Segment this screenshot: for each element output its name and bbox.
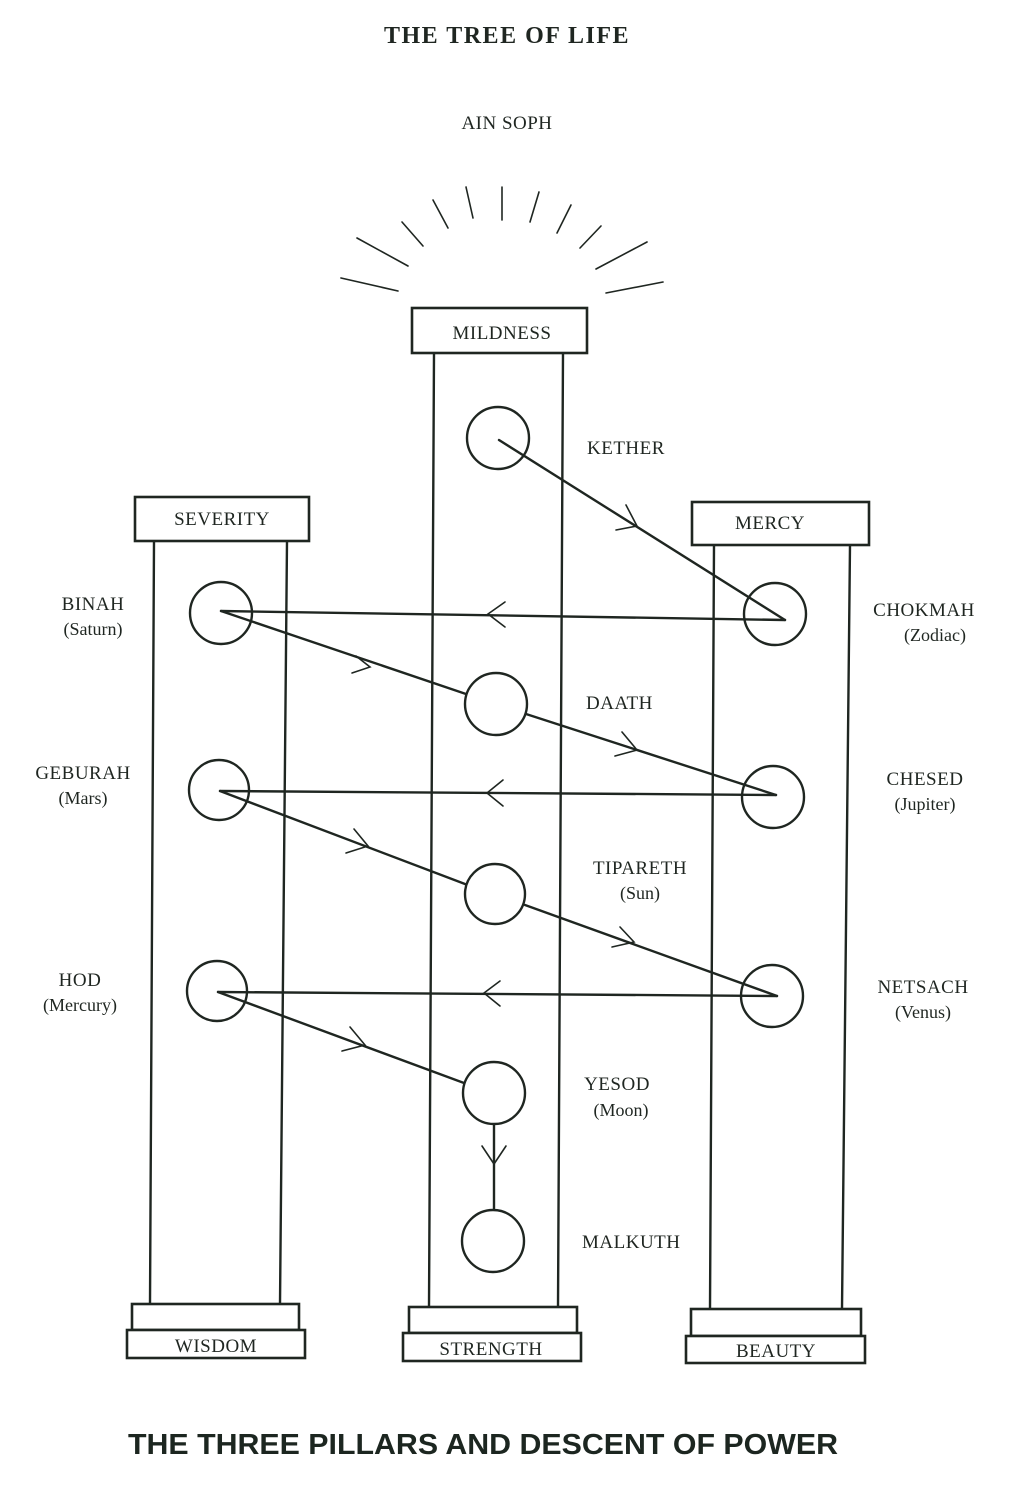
ray: [605, 281, 664, 294]
label-netsach: NETSACH: [877, 977, 968, 998]
pillar-header-mildness: MILDNESS: [452, 323, 551, 344]
path-binah-daath: [219, 609, 468, 696]
sephirah-hod: [185, 959, 249, 1023]
arrow-left-icon: [486, 601, 506, 628]
label-chesed: CHESED: [887, 769, 964, 790]
label-chokmah: CHOKMAH: [873, 600, 975, 621]
sephirah-geburah: [187, 758, 251, 822]
sephiroth: [185, 405, 808, 1274]
label-geburah: GEBURAH: [35, 763, 130, 784]
pillar-mercy: MERCY BEAUTY: [684, 500, 871, 1365]
arrow-right-icon: [614, 731, 639, 757]
path-tiphareth-netsach: [523, 903, 779, 998]
sephirah-daath: [463, 671, 529, 737]
ain-soph-label: AIN SOPH: [461, 113, 552, 134]
label-chesed-planet: (Jupiter): [895, 794, 956, 815]
pillar-base-box: [401, 1331, 583, 1363]
pillar-edge: [840, 543, 852, 1311]
sephirah-kether: [465, 405, 531, 471]
direction-arrows: [341, 504, 639, 1166]
pillar-header-box: [410, 306, 589, 355]
sephirah-chesed: [740, 764, 806, 830]
pillar-edge: [708, 543, 716, 1311]
label-tiphareth-planet: (Sun): [620, 883, 660, 904]
pillar-edge: [278, 539, 289, 1306]
sephirah-binah: [188, 580, 254, 646]
ray: [465, 186, 474, 219]
ray: [432, 199, 449, 229]
path-netsach-hod: [216, 990, 779, 998]
label-yesod: YESOD: [584, 1074, 650, 1095]
ray: [401, 221, 424, 247]
diagram-title: THE TREE OF LIFE: [384, 23, 630, 49]
radiance-rays-icon: [340, 186, 664, 294]
label-binah-planet: (Saturn): [64, 619, 123, 640]
label-tiphareth: TIPARETH: [593, 858, 687, 879]
pillar-severity: SEVERITY WISDOM: [125, 495, 311, 1360]
pillar-base-strength: STRENGTH: [439, 1339, 542, 1360]
ray: [340, 277, 399, 292]
pillar-base-box: [684, 1334, 867, 1365]
sephirah-chokmah: [742, 581, 808, 647]
label-chokmah-planet: (Zodiac): [904, 625, 966, 646]
label-hod: HOD: [59, 970, 102, 991]
arrow-right-icon: [351, 655, 372, 674]
label-geburah-planet: (Mars): [59, 788, 108, 809]
label-hod-planet: (Mercury): [43, 995, 117, 1016]
sephirah-netsach: [739, 963, 805, 1029]
label-binah: BINAH: [62, 594, 125, 615]
pillar-header-severity: SEVERITY: [174, 509, 270, 530]
label-yesod-planet: (Moon): [594, 1100, 649, 1121]
arrow-left-icon: [482, 980, 501, 1007]
pillar-base-step: [407, 1305, 579, 1335]
arrow-right-icon: [341, 1026, 367, 1052]
pillar-header-box: [690, 500, 871, 547]
ray: [579, 225, 602, 249]
sephirah-tiphareth: [463, 862, 527, 926]
label-kether: KETHER: [587, 438, 665, 459]
pillar-edge: [148, 539, 156, 1306]
sephirah-yesod: [461, 1060, 527, 1126]
pillar-edge: [427, 351, 436, 1309]
ray: [529, 191, 540, 223]
pillar-base-step: [689, 1307, 863, 1338]
arrow-right-icon: [611, 926, 636, 948]
arrow-right-icon: [345, 828, 370, 854]
path-daath-chesed: [524, 712, 778, 797]
arrow-down-icon: [481, 1145, 507, 1166]
path-hod-yesod: [216, 990, 466, 1085]
ray: [356, 237, 409, 267]
pillar-base-beauty: BEAUTY: [736, 1341, 816, 1362]
pillar-mildness: MILDNESS STRENGTH: [401, 306, 589, 1363]
label-netsach-planet: (Venus): [895, 1002, 951, 1023]
sephirah-malkuth: [460, 1208, 526, 1274]
label-malkuth: MALKUTH: [582, 1232, 681, 1253]
pillar-base-box: [125, 1328, 307, 1360]
pillar-header-box: [133, 495, 311, 543]
diagram-caption: THE THREE PILLARS AND DESCENT OF POWER: [128, 1429, 838, 1461]
label-daath: DAATH: [586, 693, 653, 714]
path-geburah-tiphareth: [218, 789, 467, 886]
path-kether-chokmah: [497, 438, 787, 622]
pillar-base-step: [130, 1302, 301, 1332]
arrow-right-icon: [615, 504, 639, 531]
sephiroth-labels: KETHER CHOKMAH (Zodiac) BINAH (Saturn) D…: [35, 438, 975, 1253]
arrow-left-icon: [485, 779, 504, 807]
ray: [556, 204, 572, 234]
path-chesed-geburah: [218, 789, 778, 797]
pillar-base-wisdom: WISDOM: [175, 1336, 257, 1357]
pillar-edge: [556, 351, 565, 1309]
path-chokmah-binah: [219, 609, 787, 622]
descent-path: [216, 438, 787, 1212]
ray: [595, 241, 648, 270]
pillar-header-mercy: MERCY: [735, 513, 805, 534]
